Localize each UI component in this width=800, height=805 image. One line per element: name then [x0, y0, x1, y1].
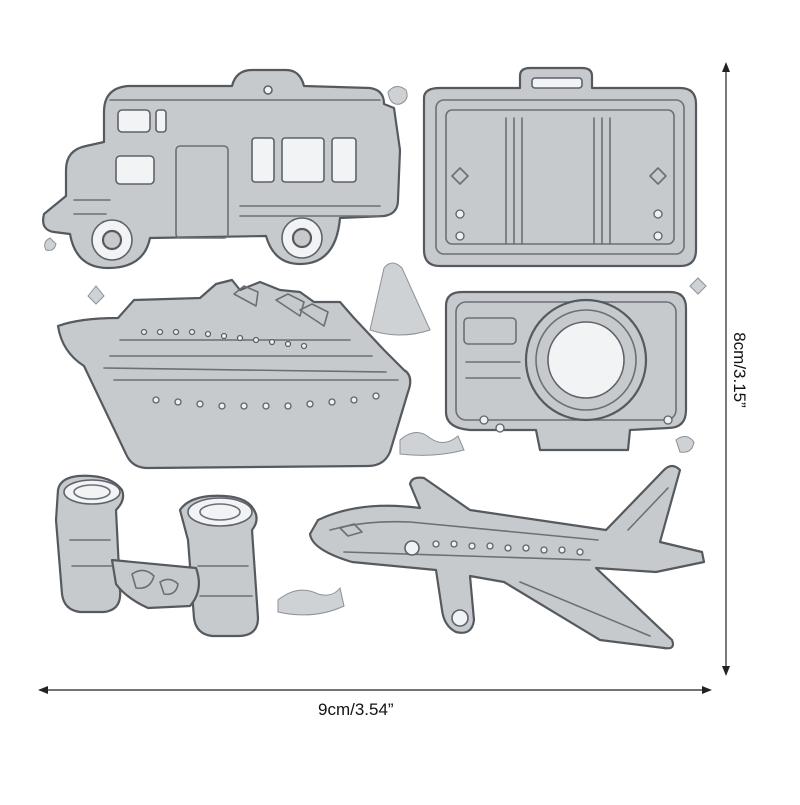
ship-portholes-top — [140, 328, 308, 350]
height-label: 8cm/3.15” — [730, 332, 749, 408]
ship-portholes-lower — [152, 392, 380, 410]
binoculars-icon — [54, 474, 260, 638]
width-label: 9cm/3.54” — [318, 700, 394, 719]
rv-camper-icon — [42, 68, 402, 270]
airplane-icon — [308, 464, 706, 650]
width-dimension-arrow — [38, 686, 712, 694]
cruise-ship-icon — [56, 278, 412, 470]
camera-icon — [444, 290, 688, 452]
scrap-fragments — [44, 86, 707, 616]
suitcase-icon — [422, 66, 698, 268]
height-dimension-arrow — [722, 62, 730, 676]
